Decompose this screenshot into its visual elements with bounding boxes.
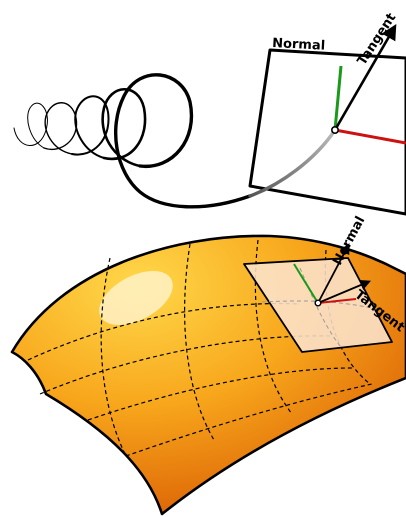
tangent-vector bbox=[333, 23, 397, 131]
helix-coil-4 bbox=[101, 88, 147, 168]
helix-coil-3 bbox=[71, 95, 110, 159]
curve-inside-plane bbox=[248, 128, 337, 198]
grid-line-u4 bbox=[125, 383, 373, 457]
binormal-vector bbox=[334, 128, 406, 145]
osculating-plane bbox=[248, 48, 406, 216]
surface-panel: Normal Tangent bbox=[10, 214, 406, 516]
surface-highlight bbox=[99, 270, 173, 326]
surface-binormal-vector bbox=[317, 298, 357, 304]
curve-normal-label: Normal bbox=[272, 36, 326, 54]
helix-coil-2 bbox=[43, 102, 78, 155]
grid-line-u1 bbox=[27, 302, 301, 361]
surface-normal-vector bbox=[293, 263, 319, 304]
curve-point bbox=[330, 126, 339, 135]
surface-normal-arrow bbox=[317, 243, 350, 304]
surface-tangent-arrow bbox=[317, 279, 371, 304]
grid-line-v2 bbox=[184, 243, 215, 441]
helix-curve bbox=[13, 73, 252, 209]
helix-coil-5 bbox=[113, 73, 252, 209]
grid-line-v1 bbox=[100, 257, 127, 457]
curve-panel: Normal Tangent bbox=[13, 11, 406, 216]
helix-coil-1 bbox=[13, 102, 48, 149]
grid-through-v bbox=[299, 267, 341, 347]
surface-point bbox=[314, 299, 322, 307]
normal-vector bbox=[333, 65, 343, 131]
